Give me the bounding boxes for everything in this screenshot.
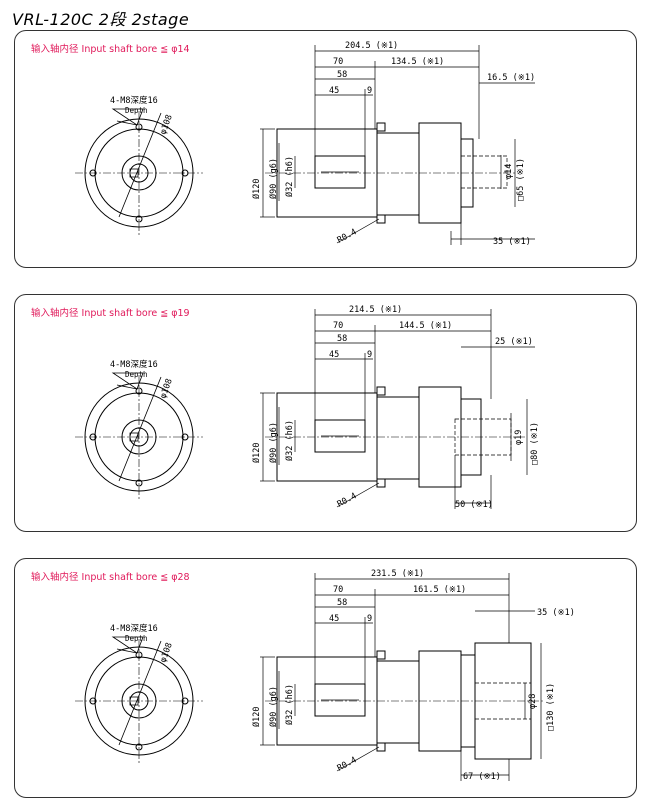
- output-shaft: [314, 419, 366, 453]
- technical-drawing: 4-M8深度16 Depth φ108 204.5 (※1) 70 134.5 …: [75, 41, 535, 247]
- dim-flange-dia: Ø120: [251, 179, 262, 199]
- radius-label: R0.4: [336, 755, 359, 773]
- dim-58: 58: [337, 70, 347, 80]
- output-shaft: [314, 155, 366, 189]
- dim-70: 70: [333, 585, 343, 595]
- dim-bore: φ14: [504, 164, 514, 179]
- technical-drawing: 4-M8深度16 Depth φ108 231.5 (※1) 70 161.5 …: [75, 569, 575, 782]
- gearbox-body: [376, 660, 420, 744]
- dim-right-offset: 16.5 (※1): [487, 73, 535, 83]
- bolt-head: [376, 214, 386, 224]
- side-view: [265, 386, 525, 488]
- bolt-head: [376, 386, 386, 396]
- dim-spigot: Ø90 (g6): [268, 158, 279, 199]
- bolt-note: 4-M8深度16: [110, 95, 158, 106]
- dim-motor-len: 144.5 (※1): [399, 321, 452, 331]
- dim-right-offset: 25 (※1): [495, 337, 533, 347]
- dim-total: 204.5 (※1): [345, 41, 398, 51]
- dim-9: 9: [367, 350, 372, 360]
- dim-box: □65 (※1): [516, 158, 526, 201]
- dimensions: [260, 309, 535, 509]
- dimensions: [260, 573, 542, 781]
- bolt-note: 4-M8深度16: [110, 623, 158, 634]
- panel-stage-bore-28: 输入轴内径 Input shaft bore ≦ φ28: [14, 558, 637, 798]
- gearbox-body: [376, 132, 420, 216]
- panel-label: 输入轴内径 Input shaft bore ≦ φ19: [31, 308, 190, 319]
- dim-bottom-len: 67 (※1): [463, 772, 501, 782]
- pcd-label: φ108: [158, 113, 174, 136]
- depth-label: Depth: [125, 106, 148, 115]
- dim-spigot: Ø90 (g6): [268, 686, 279, 727]
- dim-right-offset: 35 (※1): [537, 608, 575, 618]
- panel-label: 输入轴内径 Input shaft bore ≦ φ28: [31, 572, 190, 583]
- dim-shaft: Ø32 (h6): [284, 156, 295, 197]
- dim-58: 58: [337, 334, 347, 344]
- dim-58: 58: [337, 598, 347, 608]
- technical-drawing: 4-M8深度16 Depth φ108 214.5 (※1) 70 144.5 …: [75, 305, 540, 510]
- panel-label: 输入轴内径 Input shaft bore ≦ φ14: [31, 44, 190, 55]
- side-view: [265, 122, 515, 224]
- dim-total: 214.5 (※1): [349, 305, 402, 315]
- pcd-label: φ108: [158, 377, 174, 400]
- dim-bore: φ28: [528, 694, 538, 709]
- dim-flange-dia: Ø120: [251, 707, 262, 727]
- dim-45: 45: [329, 350, 339, 360]
- dim-70: 70: [333, 321, 343, 331]
- dim-total: 231.5 (※1): [371, 569, 424, 579]
- depth-label: Depth: [125, 370, 148, 379]
- dim-shaft: Ø32 (h6): [284, 684, 295, 725]
- dim-spigot: Ø90 (g6): [268, 422, 279, 463]
- panel-stage-bore-14: 输入轴内径 Input shaft bore ≦ φ14: [14, 30, 637, 268]
- dim-45: 45: [329, 86, 339, 96]
- dim-9: 9: [367, 614, 372, 624]
- dim-9: 9: [367, 86, 372, 96]
- radius-label: R0.4: [336, 491, 359, 509]
- dimensions: [260, 45, 535, 245]
- dim-shaft: Ø32 (h6): [284, 420, 295, 461]
- dim-motor-len: 161.5 (※1): [413, 585, 466, 595]
- bolt-head: [376, 742, 386, 752]
- front-view: [75, 372, 203, 499]
- bolt-head: [376, 478, 386, 488]
- dim-motor-len: 134.5 (※1): [391, 57, 444, 67]
- dim-box: □130 (※1): [546, 683, 556, 731]
- gearbox-body: [376, 396, 420, 480]
- radius-label: R0.4: [336, 227, 359, 245]
- dim-bottom-len: 50 (※1): [455, 500, 493, 510]
- dim-70: 70: [333, 57, 343, 67]
- depth-label: Depth: [125, 634, 148, 643]
- output-shaft: [314, 683, 366, 717]
- pcd-label: φ108: [158, 641, 174, 664]
- panel-stage-bore-19: 输入轴内径 Input shaft bore ≦ φ19: [14, 294, 637, 532]
- bolt-head: [376, 650, 386, 660]
- dim-flange-dia: Ø120: [251, 443, 262, 463]
- dim-box: □80 (※1): [530, 422, 540, 465]
- front-view: [75, 636, 203, 763]
- dim-45: 45: [329, 614, 339, 624]
- dim-bottom-len: 35 (※1): [493, 237, 531, 247]
- side-view: [265, 642, 545, 760]
- front-view: [75, 108, 203, 235]
- dim-bore: φ19: [514, 430, 524, 445]
- bolt-note: 4-M8深度16: [110, 359, 158, 370]
- bolt-head: [376, 122, 386, 132]
- page-title: VRL-120C 2段 2stage: [12, 10, 190, 29]
